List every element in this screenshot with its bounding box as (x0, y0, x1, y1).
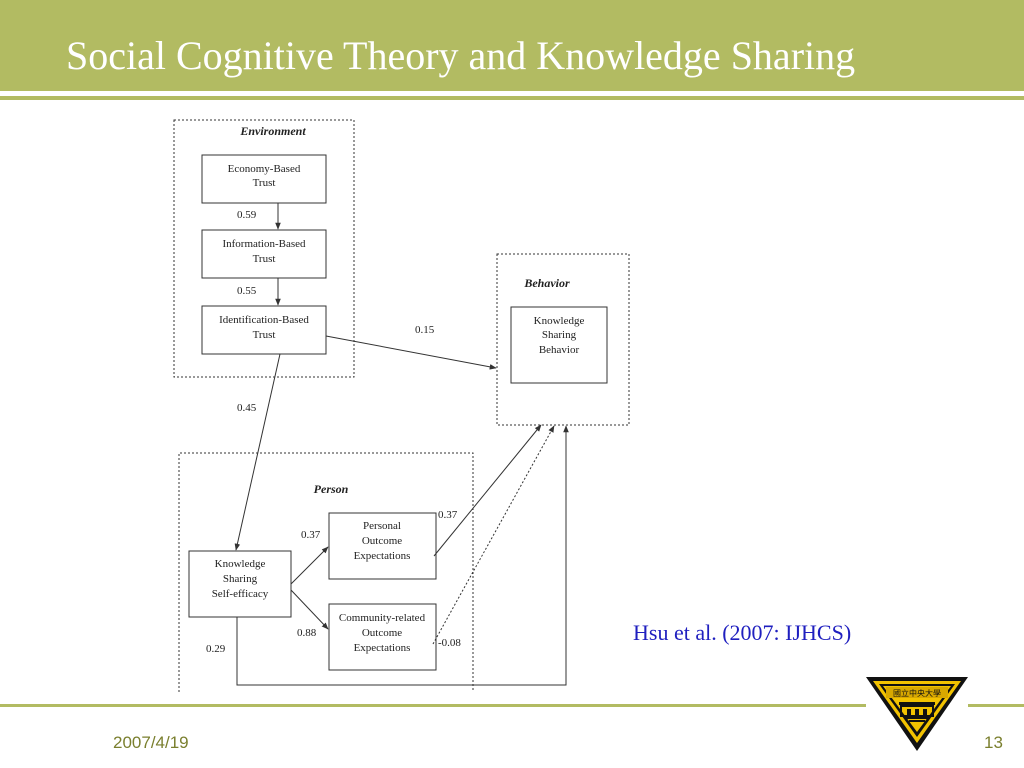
coef-identification-to-behavior: 0.15 (415, 324, 435, 336)
ks-behavior-line-2: Sharing (542, 329, 577, 341)
ks-self-efficacy-line-3: Self-efficacy (212, 588, 269, 600)
economy-trust-node: Economy-Based Trust (201, 154, 327, 204)
coef-identification-to-self-efficacy: 0.45 (237, 402, 257, 414)
sct-diagram: Environment Behavior Person Economy-Base… (173, 119, 630, 692)
arrow-self-efficacy-to-community (290, 589, 329, 630)
ks-behavior-node: Knowledge Sharing Behavior (510, 306, 608, 384)
identification-trust-line-2: Trust (253, 329, 276, 341)
identification-trust-line-1: Identification-Based (219, 314, 309, 326)
personal-outcome-node: Personal Outcome Expectations (328, 512, 437, 580)
ks-self-efficacy-line-1: Knowledge (215, 558, 266, 570)
title-divider (0, 96, 1024, 100)
coef-information-to-identification: 0.55 (237, 285, 257, 297)
economy-trust-line-1: Economy-Based (228, 163, 301, 175)
svg-text:國立中央大學: 國立中央大學 (893, 688, 941, 698)
page-number: 13 (984, 733, 1003, 752)
arrow-self-efficacy-to-behavior (236, 425, 569, 686)
footer-divider (0, 704, 866, 707)
coef-self-efficacy-to-personal: 0.37 (301, 529, 321, 541)
ks-self-efficacy-node: Knowledge Sharing Self-efficacy (188, 550, 292, 618)
behavior-group (496, 253, 630, 426)
identification-trust-node: Identification-Based Trust (201, 305, 327, 355)
citation: Hsu et al. (2007: IJHCS) (633, 620, 852, 645)
title-bar: Social Cognitive Theory and Knowledge Sh… (0, 0, 1024, 91)
slide-title: Social Cognitive Theory and Knowledge Sh… (66, 33, 856, 78)
personal-outcome-line-2: Outcome (362, 535, 402, 547)
personal-outcome-line-3: Expectations (354, 550, 411, 562)
information-trust-node: Information-Based Trust (201, 229, 327, 279)
coef-personal-to-behavior: 0.37 (438, 509, 458, 521)
arrow-self-efficacy-to-personal (290, 546, 329, 585)
information-trust-line-1: Information-Based (222, 238, 306, 250)
arrow-identification-to-self-efficacy (234, 353, 281, 551)
arrow-identification-to-behavior (325, 335, 497, 370)
environment-group (173, 119, 355, 378)
coef-self-efficacy-to-community: 0.88 (297, 627, 317, 639)
coef-self-efficacy-to-behavior: 0.29 (206, 643, 226, 655)
ks-behavior-line-3: Behavior (539, 344, 580, 356)
community-outcome-line-3: Expectations (354, 642, 411, 654)
coef-community-to-behavior: -0.08 (438, 637, 461, 649)
personal-outcome-line-1: Personal (363, 520, 401, 532)
coef-economy-to-information: 0.59 (237, 209, 257, 221)
arrow-community-to-behavior (432, 425, 555, 645)
community-outcome-node: Community-related Outcome Expectations (328, 603, 437, 671)
information-trust-line-2: Trust (253, 253, 276, 265)
arrow-personal-to-behavior (433, 424, 542, 557)
ks-self-efficacy-line-2: Sharing (223, 573, 258, 585)
person-label: Person (314, 482, 349, 496)
community-outcome-line-2: Outcome (362, 627, 402, 639)
university-seal-icon: 國立中央大學 (866, 677, 968, 751)
footer-divider-right (968, 704, 1024, 707)
ks-behavior-line-1: Knowledge (534, 315, 585, 327)
community-outcome-line-1: Community-related (339, 612, 426, 624)
economy-trust-line-2: Trust (253, 177, 276, 189)
footer-date: 2007/4/19 (113, 733, 189, 752)
behavior-label: Behavior (523, 276, 570, 290)
environment-label: Environment (239, 124, 306, 138)
